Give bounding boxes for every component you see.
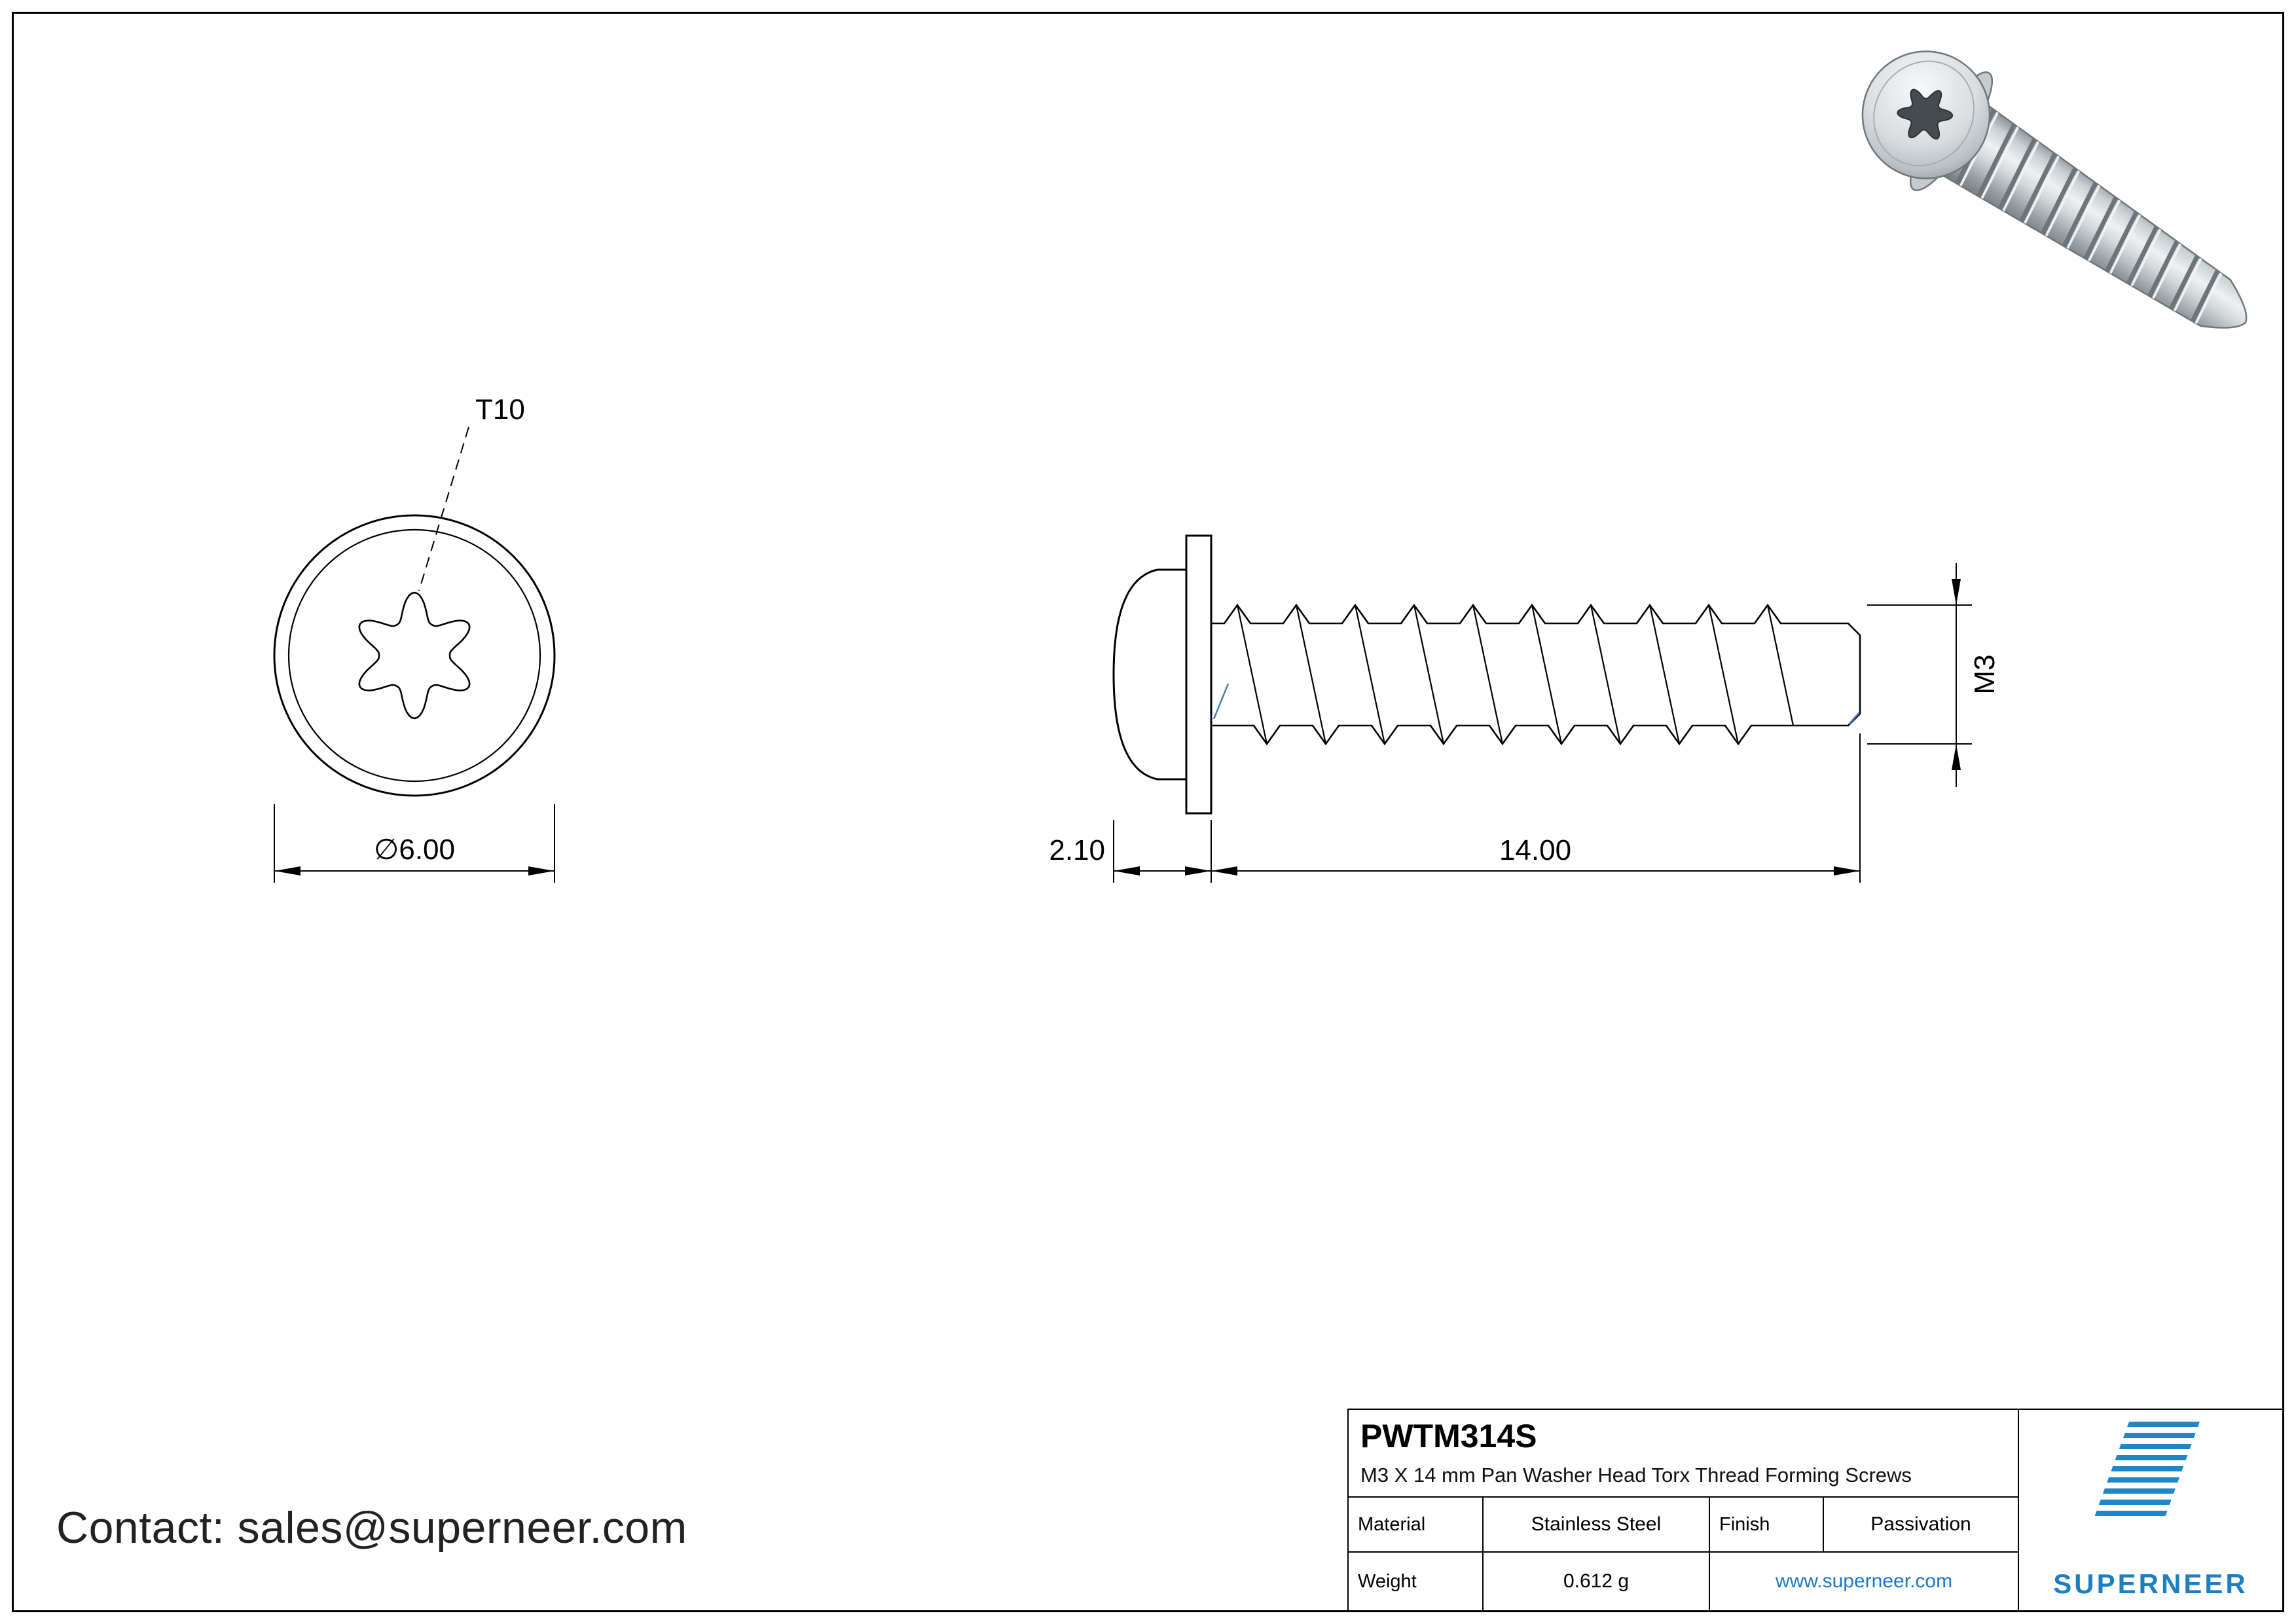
title-block: PWTM314S M3 X 14 mm Pan Washer Head Torx… (1347, 1409, 2282, 1610)
thread-size-dimension: M3 (1867, 563, 2001, 787)
brand-name: SUPERNEER (2053, 1568, 2248, 1599)
thread-size-label: M3 (1969, 654, 2001, 694)
torx-size-label: T10 (475, 394, 525, 426)
title-block-header: PWTM314S M3 X 14 mm Pan Washer Head Torx… (1349, 1410, 2018, 1496)
torx-recess-3d (1897, 88, 1954, 140)
torx-leader-line (418, 426, 469, 591)
thread-runout-line (1212, 683, 1230, 720)
pan-head-profile (1112, 568, 1186, 781)
brand-logo: SUPERNEER (2018, 1410, 2282, 1610)
screw-3d-render (1861, 50, 2248, 381)
weight-label: Weight (1358, 1570, 1417, 1592)
material-value: Stainless Steel (1482, 1498, 1709, 1551)
thread-flank-lines (1236, 604, 1795, 745)
contact-line: Contact: sales@superneer.com (56, 1503, 687, 1553)
diameter-label: ∅6.00 (374, 834, 455, 866)
head-rim-3d (1873, 60, 1975, 166)
title-block-info: PWTM314S M3 X 14 mm Pan Washer Head Torx… (1349, 1410, 2018, 1610)
weight-value: 0.612 g (1482, 1553, 1709, 1610)
weight-website-row: Weight 0.612 g www.superneer.com (1349, 1551, 2018, 1610)
finish-value: Passivation (1823, 1498, 2018, 1551)
washer-profile (1185, 534, 1212, 815)
superneer-logo-icon (2095, 1422, 2200, 1516)
finish-label: Finish (1709, 1498, 1823, 1551)
website-link[interactable]: www.superneer.com (1709, 1553, 2018, 1610)
material-label: Material (1358, 1513, 1426, 1535)
part-description: M3 X 14 mm Pan Washer Head Torx Thread F… (1360, 1463, 1912, 1486)
shank-3d (1937, 101, 2248, 329)
front-view: T10 ∅6.00 (273, 394, 556, 883)
thread-profile (1211, 603, 1861, 746)
tip-chamfer-line (1848, 712, 1860, 725)
thread-length-label: 14.00 (1499, 834, 1571, 866)
side-view: 2.10 14.00 M3 (1049, 534, 2001, 883)
pan-head-circle (287, 528, 541, 783)
head-height-dimension: 2.10 (1049, 820, 1212, 883)
part-number: PWTM314S (1360, 1418, 1537, 1454)
washer-outer-circle (273, 514, 556, 797)
material-finish-row: Material Stainless Steel Finish Passivat… (1349, 1496, 2018, 1551)
thread-length-dimension: 14.00 (1211, 733, 1861, 883)
torx-recess-outline (358, 591, 471, 720)
head-height-label: 2.10 (1049, 834, 1105, 866)
diameter-dimension: ∅6.00 (274, 804, 555, 883)
